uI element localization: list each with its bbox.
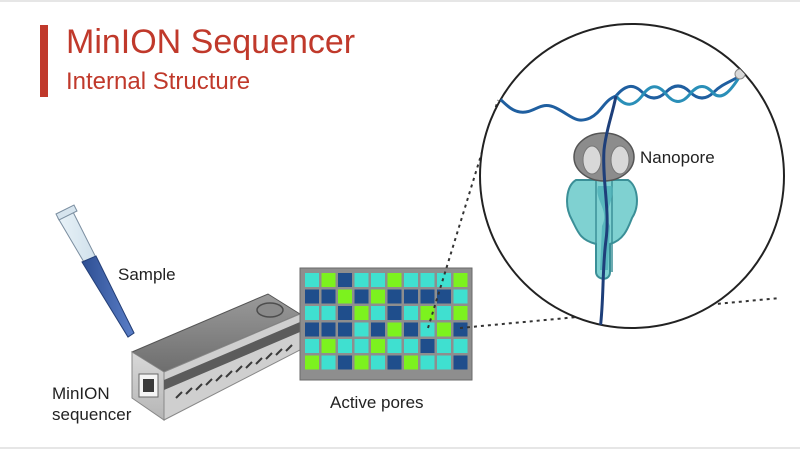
bottom-divider [0, 447, 800, 449]
pore-cell [453, 306, 468, 320]
title-accent-bar [40, 25, 48, 97]
pore-cell [338, 355, 352, 370]
pore-cell [387, 306, 402, 320]
pore-cell [387, 289, 402, 304]
pore-cell [321, 355, 336, 370]
pore-cell [420, 306, 435, 320]
active-pores-grid [305, 273, 468, 370]
pore-cell [305, 306, 319, 320]
minion-sequencer-label: MinION sequencer [52, 383, 172, 425]
minion-label-line2: sequencer [52, 405, 132, 424]
pore-cell [453, 355, 468, 370]
pore-cell [404, 273, 418, 287]
pore-cell [305, 322, 319, 337]
zoom-circle [479, 23, 785, 329]
pore-cell [305, 289, 319, 304]
pore-cell [338, 322, 352, 337]
pipette-tip-icon [55, 204, 135, 338]
pore-cell [437, 339, 451, 353]
pore-cell [321, 289, 336, 304]
pore-cell [437, 273, 451, 287]
pore-cell [321, 273, 336, 287]
pore-cell [305, 355, 319, 370]
pore-cell [453, 322, 468, 337]
pore-cell [404, 355, 418, 370]
pore-cell [420, 355, 435, 370]
pore-cell [387, 355, 402, 370]
pore-cell [420, 339, 435, 353]
pore-cell [420, 289, 435, 304]
pore-cell [305, 339, 319, 353]
page-title: MinION Sequencer [66, 23, 356, 61]
pore-cell [437, 306, 451, 320]
pore-cell [321, 306, 336, 320]
pore-cell [404, 289, 418, 304]
pore-cell [305, 273, 319, 287]
pore-cell [354, 322, 369, 337]
pore-cell [338, 306, 352, 320]
pore-cell [453, 339, 468, 353]
minion-label-line1: MinION [52, 384, 110, 403]
page-subtitle: Internal Structure [66, 68, 251, 95]
pore-cell [387, 322, 402, 337]
pore-cell [354, 273, 369, 287]
pore-cell [338, 273, 352, 287]
pore-cell [453, 273, 468, 287]
pore-cell [354, 339, 369, 353]
sample-label: Sample [118, 265, 176, 284]
pore-cell [354, 306, 369, 320]
pore-cell [371, 339, 385, 353]
pore-cell [437, 355, 451, 370]
pore-cell [321, 322, 336, 337]
nanopore-illustration [480, 68, 746, 328]
pore-cell [404, 339, 418, 353]
pore-cell [371, 306, 385, 320]
pore-cell [437, 289, 451, 304]
pore-cell [321, 339, 336, 353]
pore-cell [371, 289, 385, 304]
pore-cell [420, 322, 435, 337]
pore-cell [437, 322, 451, 337]
pore-cell [404, 306, 418, 320]
pore-cell [404, 322, 418, 337]
top-divider [0, 0, 800, 2]
pore-cell [453, 289, 468, 304]
pore-cell [371, 355, 385, 370]
pore-cell [338, 339, 352, 353]
pore-cell [354, 355, 369, 370]
minion-device-icon [130, 293, 302, 421]
pore-cell [371, 322, 385, 337]
pore-cell [338, 289, 352, 304]
pore-cell [387, 273, 402, 287]
active-pores-label: Active pores [330, 393, 424, 412]
pore-cell [420, 273, 435, 287]
nanopore-label: Nanopore [640, 148, 715, 167]
pore-cell [371, 273, 385, 287]
pore-cell [387, 339, 402, 353]
pore-cell [354, 289, 369, 304]
